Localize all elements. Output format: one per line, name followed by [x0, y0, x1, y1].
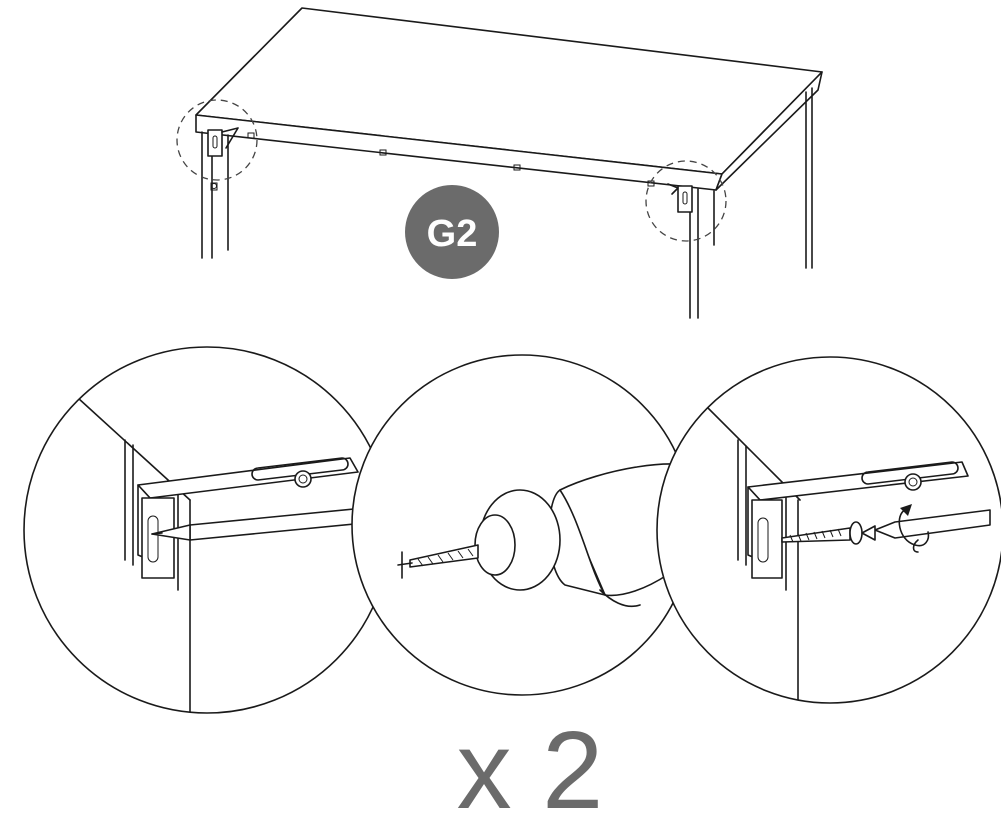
step-badge-label: G2 [427, 213, 478, 255]
quantity-multiplier: x 2 [457, 709, 604, 818]
detail-step-mark [23, 346, 391, 714]
detail-step-screw [656, 356, 1001, 704]
step-badge: G2 [405, 185, 499, 279]
detail-step-drill [351, 354, 693, 696]
step-badge-circle [405, 185, 499, 279]
table-overview [176, 7, 823, 319]
right-detail-callout [645, 160, 727, 242]
screwdriver-rotate-icon [861, 504, 991, 553]
left-detail-callout [176, 99, 258, 181]
drill-bit-icon [397, 544, 479, 579]
pencil-mark-icon [151, 504, 390, 541]
